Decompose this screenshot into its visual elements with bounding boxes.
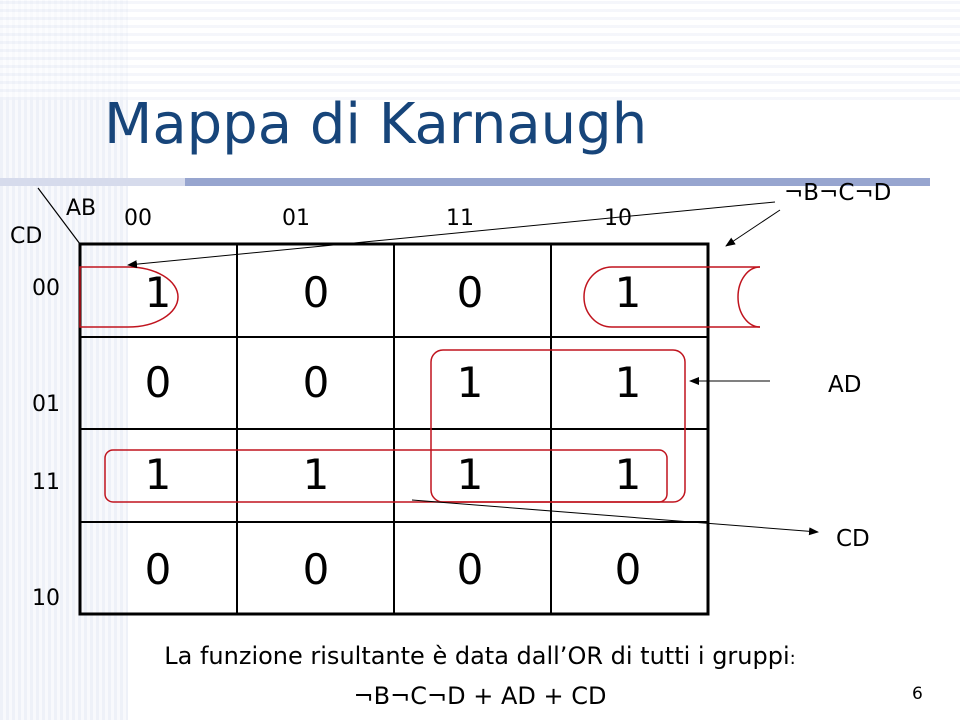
group-cd-outline: [104, 449, 668, 503]
cell-r3-c2: 0: [456, 545, 484, 594]
decorative-stripe-band: [0, 0, 128, 720]
group-nbncnd-right-outline: [583, 266, 760, 328]
cell-r2-c1: 1: [302, 450, 330, 499]
result-description: La funzione risultante è data dall’OR di…: [0, 642, 960, 670]
group-label-nbncnd: ¬B¬C¬D: [784, 180, 892, 206]
group-label-cd: CD: [836, 526, 870, 552]
col-header-01: 01: [282, 206, 310, 231]
col-variable-label: AB: [66, 196, 97, 221]
col-header-11: 11: [446, 206, 474, 231]
corner-diagonal: [37, 187, 81, 245]
page-number: 6: [912, 684, 923, 704]
cell-r0-c3: 1: [614, 268, 642, 317]
group-label-ad: AD: [828, 372, 862, 398]
group-nbncnd-wrap-arc: [737, 266, 761, 328]
cell-r3-c3: 0: [614, 545, 642, 594]
cell-r3-c0: 0: [144, 545, 172, 594]
result-description-text: La funzione risultante è data dall’OR di…: [164, 642, 790, 670]
arrow-nbncnd-to-left: [127, 201, 776, 269]
row-variable-label: CD: [10, 224, 43, 249]
cell-r1-c1: 0: [302, 358, 330, 407]
result-description-colon: :: [789, 648, 796, 669]
row-header-11: 11: [32, 470, 60, 495]
cell-r1-c2: 1: [456, 358, 484, 407]
decorative-top-stripes: [0, 0, 960, 100]
row-header-00: 00: [32, 276, 60, 301]
cell-r0-c1: 0: [302, 268, 330, 317]
row-header-01: 01: [32, 392, 60, 417]
arrow-nbncnd-to-right: [725, 209, 781, 247]
cell-r1-c0: 0: [144, 358, 172, 407]
title-underline-left: [0, 178, 185, 186]
cell-r1-c3: 1: [614, 358, 642, 407]
title-underline-bar: [185, 178, 930, 186]
result-expression: ¬B¬C¬D + AD + CD: [353, 682, 607, 710]
page-title: Mappa di Karnaugh: [104, 92, 648, 157]
col-header-00: 00: [124, 206, 152, 231]
cell-r0-c0: 1: [144, 268, 172, 317]
row-header-10: 10: [32, 586, 60, 611]
arrow-cd: [411, 499, 819, 536]
cell-r2-c0: 1: [144, 450, 172, 499]
group-nbncnd-left-outline: [79, 266, 179, 328]
cell-r0-c2: 0: [456, 268, 484, 317]
cell-r2-c2: 1: [456, 450, 484, 499]
cell-r3-c1: 0: [302, 545, 330, 594]
cell-r2-c3: 1: [614, 450, 642, 499]
